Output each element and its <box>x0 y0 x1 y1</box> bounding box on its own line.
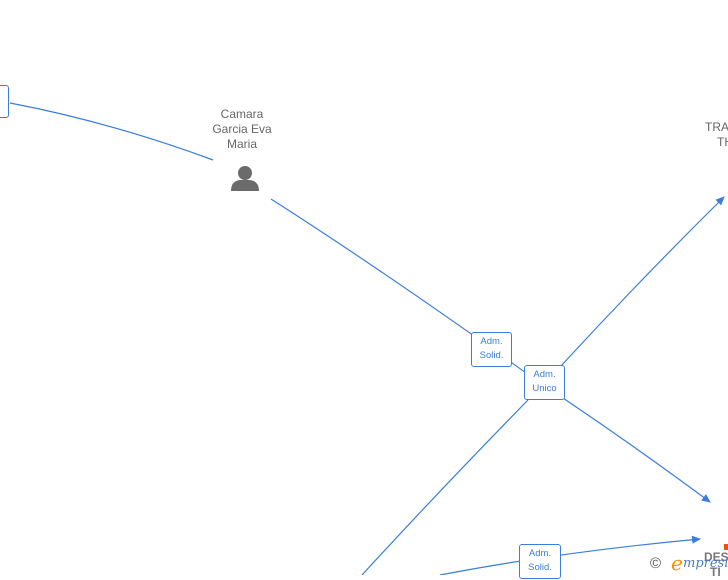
edge-hub-to-bottom-left <box>361 399 529 575</box>
edge-left-to-person <box>9 102 214 161</box>
copyright-icon: © <box>650 555 662 572</box>
empresia-watermark: © e mpresia <box>650 551 728 575</box>
company-node-label-top-right[interactable]: TRA TH <box>705 120 728 149</box>
company-marker <box>724 544 728 550</box>
brand-logo-text: mpresia <box>683 556 728 571</box>
edge-label-adm-solid-2[interactable]: Adm. Solid. <box>519 544 561 579</box>
edge-bottom-to-right <box>439 535 701 575</box>
company-node-label-bottom-right[interactable]: DES TI <box>704 550 728 579</box>
person-icon[interactable] <box>231 166 259 191</box>
edge-hub-to-top-right <box>559 196 725 368</box>
edge-hub-to-bottom-right <box>562 397 711 503</box>
partial-edge-label-left[interactable] <box>0 85 9 118</box>
person-node-label[interactable]: Camara Garcia Eva Maria <box>212 107 272 151</box>
edge-label-adm-solid-1[interactable]: Adm. Solid. <box>471 332 512 367</box>
brand-logo-initial: e <box>671 551 683 575</box>
edge-label-adm-unico[interactable]: Adm. Unico <box>524 365 565 400</box>
